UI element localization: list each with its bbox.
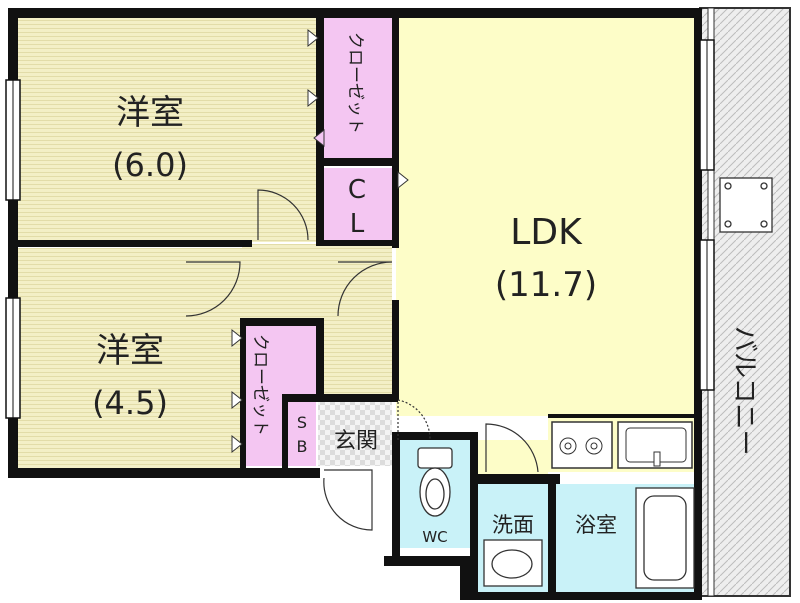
sink-icon xyxy=(483,539,543,587)
cl-floor xyxy=(322,168,392,240)
western-room-small-name: 洋室 xyxy=(96,331,164,371)
ldk-floor xyxy=(396,18,694,416)
ac-unit-icon xyxy=(719,177,773,233)
stove-icon xyxy=(551,421,613,469)
window-icon xyxy=(5,39,715,419)
entrance-floor xyxy=(318,402,392,466)
western-room-large-size: (6.0) xyxy=(112,146,188,184)
western-room-small-floor xyxy=(16,248,242,470)
western-room-large-name: 洋室 xyxy=(116,93,184,133)
western-room-large-floor xyxy=(16,18,318,242)
western-room-small-size: (4.5) xyxy=(92,384,168,422)
closet-upper-label: クローゼット xyxy=(345,32,365,134)
ldk-size: (11.7) xyxy=(495,265,597,305)
sb-label-b: B xyxy=(297,437,308,456)
closet-upper-floor xyxy=(318,18,392,158)
washroom-label: 洗面 xyxy=(492,513,534,537)
sb-label-s: S xyxy=(297,413,307,432)
closet-door-markers xyxy=(231,28,409,454)
walls xyxy=(8,8,702,600)
cl-label-l: L xyxy=(350,209,365,239)
door-swing-icon xyxy=(185,189,539,531)
wc-label: WC xyxy=(422,528,447,546)
bathroom-label: 浴室 xyxy=(575,513,617,537)
cl-label-c: C xyxy=(348,175,366,205)
sb-floor xyxy=(288,400,316,466)
entrance-label: 玄関 xyxy=(334,429,378,454)
balcony xyxy=(699,7,791,597)
kitchen-sink-icon xyxy=(617,421,693,469)
toilet-icon xyxy=(417,447,453,517)
balcony-label: バルコニー xyxy=(729,326,759,455)
bathtub-icon xyxy=(635,487,695,589)
ldk-name: LDK xyxy=(510,212,583,253)
closet-lower-label: クローゼット xyxy=(250,334,270,436)
